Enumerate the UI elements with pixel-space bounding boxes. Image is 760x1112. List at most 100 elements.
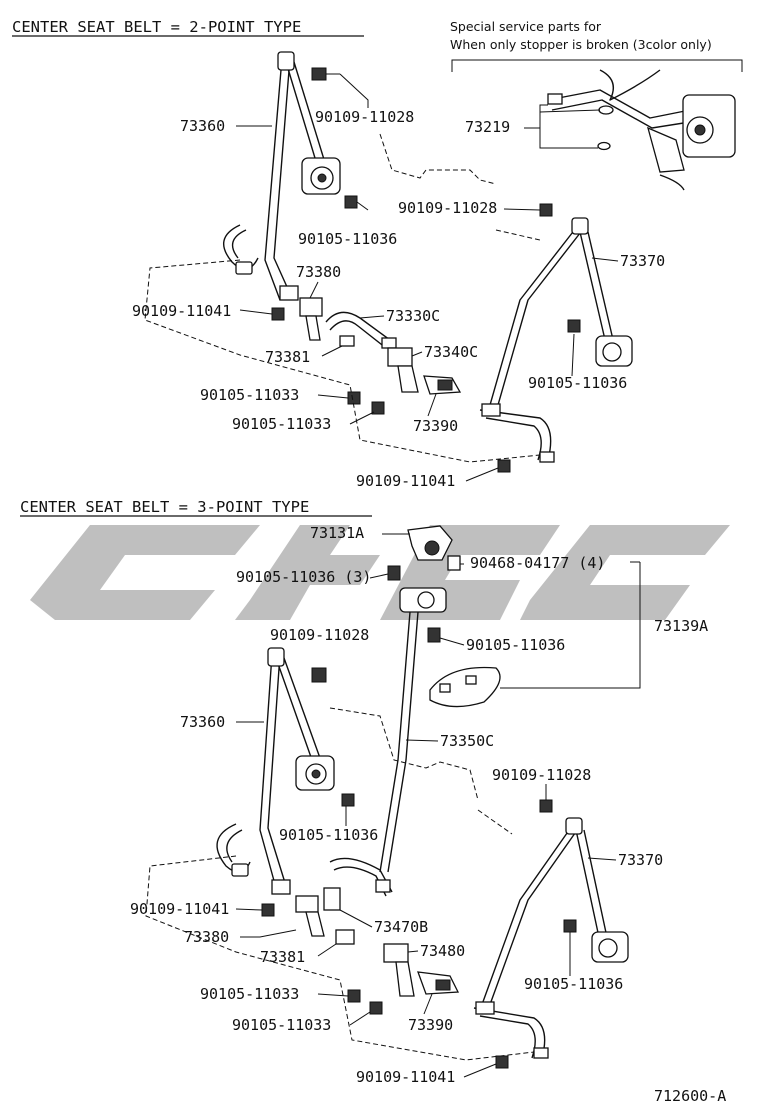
outer-belt-right-3pt xyxy=(473,817,629,1059)
leader-90109-11041-d xyxy=(463,1063,497,1078)
callout-73380-b: 73380 xyxy=(184,928,229,946)
callout-90105-11033-d: 90105-11033 xyxy=(232,1016,331,1034)
outer-belt-left-3pt xyxy=(216,647,335,895)
leader-73480 xyxy=(407,950,419,953)
callout-73480: 73480 xyxy=(420,942,465,960)
leader-73330C xyxy=(359,315,385,319)
bolt-90105-11033-c xyxy=(347,989,361,1003)
roof-retractor xyxy=(399,587,447,613)
roof-bracket-73131A xyxy=(407,525,461,571)
bolt-90105-11033-d xyxy=(369,1001,383,1015)
bolt-90109-11041-b xyxy=(497,459,511,473)
leader-73380-a xyxy=(309,281,319,299)
bolt-90109-11041-d xyxy=(495,1055,509,1069)
leader-90105-11036-3 xyxy=(369,573,389,579)
callout-73219: 73219 xyxy=(465,118,510,136)
buckle-cover-73390-2pt xyxy=(423,375,462,395)
leader-73381-a xyxy=(321,345,343,357)
callout-73390-a: 73390 xyxy=(413,417,458,435)
bolt-90105-11036-b xyxy=(567,319,581,333)
leader-90105-11033-c xyxy=(317,993,349,997)
bracket-73139A xyxy=(500,562,641,689)
bolt-90109-11028-d xyxy=(539,799,553,813)
callout-90109-11028-d: 90109-11028 xyxy=(492,766,591,784)
callout-90109-11028-c: 90109-11028 xyxy=(270,626,369,644)
bolt-90105-11033-a xyxy=(347,391,361,405)
callout-73139A: 73139A xyxy=(654,617,708,635)
section-title-2point: CENTER SEAT BELT = 2-POINT TYPE xyxy=(12,18,301,36)
floor-outline-2b xyxy=(145,855,535,1061)
stopper-illustration xyxy=(547,69,736,191)
leader-90109-11041-c xyxy=(235,908,263,911)
leader-73350C xyxy=(405,739,439,742)
callout-90105-11036-3: 90105-11036 (3) xyxy=(236,568,371,586)
callout-90105-11033-c: 90105-11033 xyxy=(200,985,299,1003)
bolt-90109-11028-b xyxy=(539,203,553,217)
floor-outline-2c xyxy=(477,809,513,835)
callout-73330C: 73330C xyxy=(386,307,440,325)
bolt-90109-11028-c xyxy=(311,667,327,683)
callout-73390-b: 73390 xyxy=(408,1016,453,1034)
callout-73370-a: 73370 xyxy=(620,252,665,270)
special-parts-note-line1: Special service parts for xyxy=(450,19,602,34)
buckle-cover-73390-3pt xyxy=(417,971,460,995)
callout-73350C: 73350C xyxy=(440,732,494,750)
center-buckle-73480 xyxy=(383,943,415,997)
leader-90109-11041-a xyxy=(239,309,273,315)
floor-outline-1a xyxy=(379,133,497,185)
outer-belt-right-2pt xyxy=(479,217,633,463)
leader-73470B xyxy=(339,909,373,928)
leader-73390-b xyxy=(423,993,433,1015)
bolt-90105-11036-c xyxy=(387,565,401,581)
bolt-90109-11041-c xyxy=(261,903,275,917)
callout-90468-04177: 90468-04177 (4) xyxy=(470,554,605,572)
callout-90105-11036-b: 90105-11036 xyxy=(528,374,627,392)
bolt-90105-11036-e xyxy=(341,793,355,807)
callout-90109-11041-d: 90109-11041 xyxy=(356,1068,455,1086)
floor-outline-2a xyxy=(329,707,479,801)
callout-73470B: 73470B xyxy=(374,918,428,936)
special-parts-bracket xyxy=(451,59,743,72)
callout-90105-11033-b: 90105-11033 xyxy=(232,415,331,433)
callout-90105-11033-a: 90105-11033 xyxy=(200,386,299,404)
callout-90109-11041-b: 90109-11041 xyxy=(356,472,455,490)
leader-73219-b xyxy=(539,128,598,149)
center-buckle-73340C xyxy=(387,347,419,393)
leader-73370-b xyxy=(587,857,617,861)
callout-90109-11041-c: 90109-11041 xyxy=(130,900,229,918)
callout-90105-11036-roof: 90105-11036 xyxy=(466,636,565,654)
leader-90105-11033-b xyxy=(349,411,375,425)
buckle-73380-2pt xyxy=(299,297,323,341)
section-title-3point: CENTER SEAT BELT = 3-POINT TYPE xyxy=(20,498,309,516)
leader-90109-11028-a xyxy=(339,73,369,108)
callout-90109-11041-a: 90109-11041 xyxy=(132,302,231,320)
buckle-73380-3pt xyxy=(295,895,325,937)
callout-73360-a: 73360 xyxy=(180,117,225,135)
bolt-90105-11033-b xyxy=(371,401,385,415)
leader-90109-11028-b xyxy=(503,208,541,211)
bolt-90105-11036-f xyxy=(563,919,577,933)
leader-73219-a xyxy=(524,104,548,129)
callout-90109-11028-b: 90109-11028 xyxy=(398,199,497,217)
bolt-90109-11041-a xyxy=(271,307,285,321)
floor-outline-1b xyxy=(144,259,541,463)
callout-73131A: 73131A xyxy=(310,524,364,542)
center-buckle-73470B xyxy=(323,887,355,945)
watermark-logo xyxy=(30,525,730,620)
callout-90105-11036-f: 90105-11036 xyxy=(524,975,623,993)
callout-73360-b: 73360 xyxy=(180,713,225,731)
callout-73340C: 73340C xyxy=(424,343,478,361)
leader-90105-11033-a xyxy=(317,394,349,399)
callout-73381-a: 73381 xyxy=(265,348,310,366)
center-belt-73350C xyxy=(329,611,419,897)
bolt-90109-11028-a xyxy=(311,67,340,81)
callout-90105-11036-e: 90105-11036 xyxy=(279,826,378,844)
leader-90109-11041-b xyxy=(465,467,499,482)
leader-73370-a xyxy=(591,257,619,262)
outer-belt-left-2pt xyxy=(223,51,341,301)
leader-73219-c xyxy=(539,109,601,113)
diagram-code: 712600-A xyxy=(654,1087,726,1105)
leader-73381-b xyxy=(317,943,337,957)
bolt-90105-11036-d xyxy=(427,627,441,643)
